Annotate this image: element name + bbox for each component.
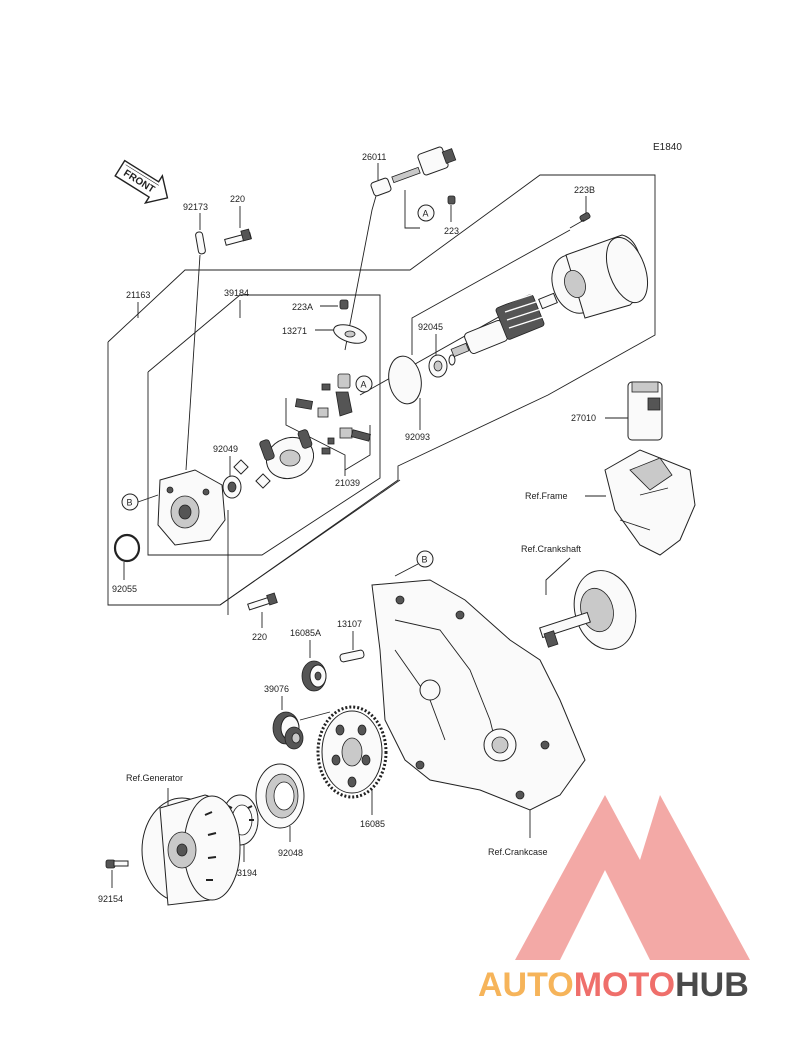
callout-a-top: [417, 204, 435, 222]
ref-crankcase: Ref.Crankcase: [488, 847, 548, 857]
o-ring-92093: [388, 355, 422, 405]
label-16085A: 16085A: [290, 628, 321, 638]
label-13107: 13107: [337, 619, 362, 629]
bolt-223b: [569, 212, 591, 229]
label-27010: 27010: [571, 413, 596, 423]
callout-a-mid: [355, 375, 373, 393]
label-220-top: 220: [230, 194, 245, 204]
label-92055: 92055: [112, 584, 137, 594]
callout-b-left-label: B: [127, 498, 133, 508]
bearing-92048: [255, 763, 305, 829]
bolt-220-bottom: [247, 592, 278, 611]
generator-rotor: [141, 794, 241, 906]
gear-16085a: [301, 660, 327, 692]
label-92173: 92173: [183, 202, 208, 212]
callout-a-top-label: A: [423, 209, 429, 219]
callout-b-crankcase: [416, 550, 434, 568]
brush-end-plate: [259, 429, 315, 480]
frame-bracket: [604, 449, 696, 556]
o-ring-92055: [113, 533, 141, 563]
label-16085: 16085: [360, 819, 385, 829]
label-39076: 39076: [264, 684, 289, 694]
ref-crankshaft: Ref.Crankshaft: [521, 544, 582, 554]
gear-39076: [272, 711, 304, 750]
label-220-bottom: 220: [252, 632, 267, 642]
relay-27010: [627, 381, 663, 441]
label-223: 223: [444, 226, 459, 236]
watermark-auto: AUTO: [478, 966, 574, 1004]
diagram-code: E1840: [653, 142, 682, 153]
ref-generator: Ref.Generator: [126, 773, 183, 783]
brush-holder-21039: [294, 373, 371, 455]
crankcase: [371, 579, 586, 838]
label-13194: 13194: [232, 868, 257, 878]
label-21039: 21039: [335, 478, 360, 488]
starter-lead-26011: [344, 146, 457, 351]
label-92048: 92048: [278, 848, 303, 858]
label-21163: 21163: [126, 290, 150, 300]
label-26011: 26011: [362, 152, 386, 162]
crankshaft: [539, 570, 637, 650]
front-arrow-icon: FRONT: [114, 159, 169, 205]
clip-left: [233, 459, 249, 475]
shaft-13107: [339, 649, 365, 663]
bolt-223: [447, 195, 456, 222]
label-13271: 13271: [282, 326, 307, 336]
plate-13271: [333, 324, 367, 344]
ref-frame: Ref.Frame: [525, 491, 568, 501]
callout-b-crankcase-label: B: [422, 555, 428, 565]
dowel-pin-92173: [195, 231, 206, 255]
starter-gear-16085: [316, 705, 388, 799]
oil-seal-92049: [222, 475, 242, 499]
bolt-92154: [105, 859, 129, 869]
label-92049: 92049: [213, 444, 238, 454]
watermark-hub: HUB: [675, 966, 749, 1004]
bearing-92045: [428, 354, 456, 378]
label-92154: 92154: [98, 894, 123, 904]
armature: [450, 291, 558, 358]
starter-motor-yoke: [551, 234, 649, 319]
label-92045: 92045: [418, 322, 443, 332]
label-223A: 223A: [292, 302, 313, 312]
starter-front-cover: [157, 469, 226, 546]
clip-right: [255, 473, 271, 489]
watermark-text: AUTOMOTOHUB: [478, 966, 749, 1004]
bolt-220-top: [224, 228, 252, 246]
callout-a-mid-label: A: [361, 380, 367, 390]
screw-223a: [339, 299, 349, 310]
assembly-boundary: [107, 174, 656, 606]
label-223B: 223B: [574, 185, 595, 195]
label-92093: 92093: [405, 432, 430, 442]
label-39184: 39184: [224, 288, 249, 298]
watermark-moto: MOTO: [574, 966, 675, 1004]
automotohub-logo-icon: [515, 795, 750, 960]
